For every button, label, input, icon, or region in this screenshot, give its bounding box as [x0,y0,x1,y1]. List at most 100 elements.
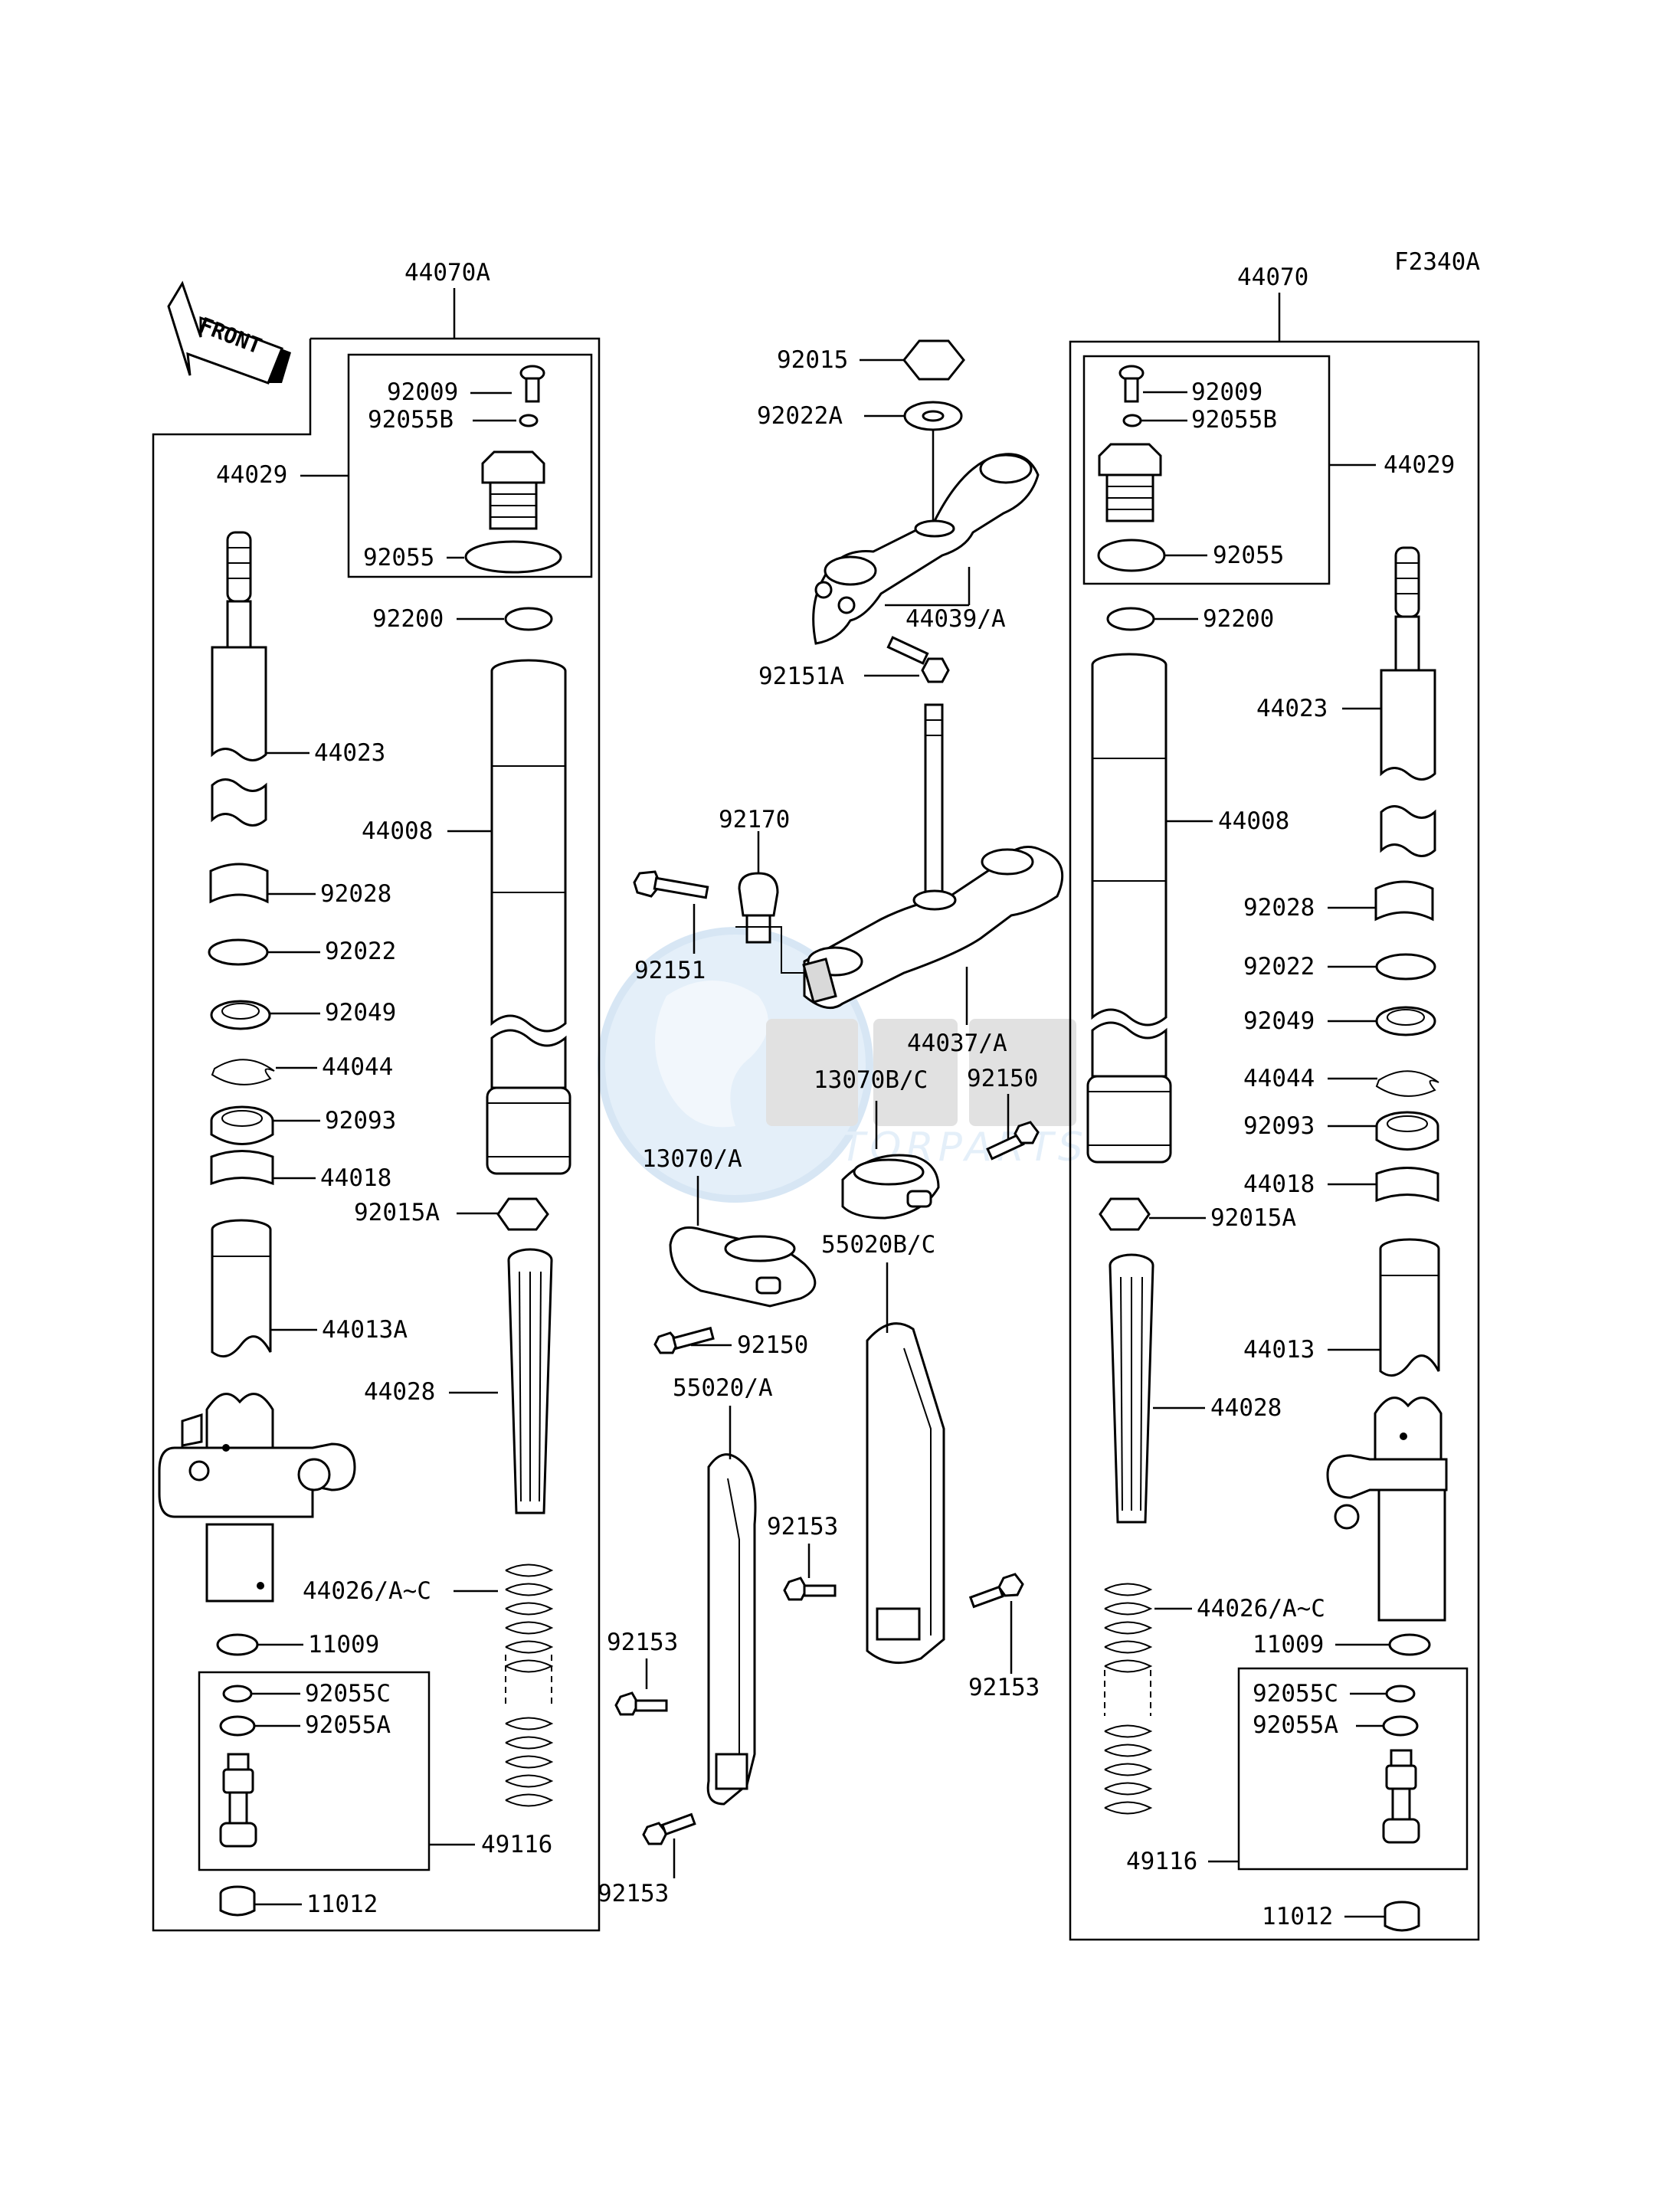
front-arrow-icon: FRONT [167,280,291,385]
bolt-92153-a [783,1577,837,1601]
label-92022-right: 92022 [1243,953,1315,981]
label-92153-d: 92153 [598,1880,669,1907]
circlip-44044-left [211,1059,275,1085]
damper-rod-44023-right [1380,546,1436,857]
label-44028-right: 44028 [1210,1394,1282,1422]
label-92151A: 92151A [758,663,844,690]
left-subbox-44029 [347,353,593,578]
label-44037: 44037/A [907,1030,1007,1057]
label-92153-a: 92153 [767,1513,838,1541]
bracket-13070BC [841,1154,940,1220]
label-92200-left: 92200 [372,605,444,633]
oring-92055B-right [1122,414,1142,427]
dust-seal-92093-right [1375,1111,1439,1151]
figure-code: F2340A [1394,248,1480,276]
inner-tube-44013-right [1379,1238,1440,1377]
bolt-92151A [886,636,950,683]
bolt-11012-left [219,1885,256,1917]
fork-guard-55020A [706,1453,757,1806]
label-44023-right: 44023 [1256,695,1328,722]
label-92055A-left: 92055A [305,1711,391,1739]
label-44018-right: 44018 [1243,1171,1315,1198]
right-subbox-49116 [1237,1667,1469,1871]
label-44013A-left: 44013A [322,1316,408,1344]
label-92093-left: 92093 [325,1107,396,1135]
label-92009-right: 92009 [1191,378,1262,406]
label-44044-left: 44044 [322,1053,393,1081]
right-subbox-44029 [1082,355,1331,585]
guide-44018-left [210,1150,274,1186]
left-subbox-49116 [198,1671,431,1871]
label-55020BC: 55020B/C [821,1231,935,1259]
label-44029-left: 44029 [216,461,287,489]
screw-92009-right [1118,365,1145,403]
steering-stem-44037 [802,703,1064,1010]
label-92055B-right: 92055B [1191,406,1277,434]
label-11009-right: 11009 [1253,1631,1324,1658]
label-92028-right: 92028 [1243,894,1315,922]
label-92093-right: 92093 [1243,1112,1315,1140]
oil-seal-92049-right [1375,1006,1436,1036]
axle-holder-left [158,1393,356,1603]
oring-92055B-left [519,414,539,427]
oring-92055-right [1097,539,1166,572]
nut-92015A-left [496,1197,549,1231]
base-valve-left [219,1753,257,1848]
label-44039: 44039/A [905,605,1006,633]
label-44070A: 44070A [404,259,490,286]
washer-92022A [903,401,963,431]
label-92055-left: 92055 [363,544,434,571]
bolt-11012-right [1384,1901,1420,1932]
label-55020A: 55020/A [673,1374,773,1402]
label-11012-right: 11012 [1262,1903,1333,1930]
label-44028-left: 44028 [364,1378,435,1406]
label-92015A-right: 92015A [1210,1204,1296,1232]
washer-92200-left [504,607,553,631]
label-44018-left: 44018 [320,1164,391,1192]
cable-clamp-92170 [735,831,804,974]
label-11012-left: 11012 [306,1891,378,1918]
bolt-92153-c [614,1691,668,1716]
right-assembly-frame [1069,340,1480,1941]
bracket-13070A [669,1226,817,1308]
label-92153-c: 92153 [607,1629,678,1656]
oring-92055C-left [222,1685,253,1703]
label-92150-upper: 92150 [967,1065,1038,1092]
label-92055C-right: 92055C [1253,1680,1338,1708]
label-44026-right: 44026/A~C [1197,1595,1325,1622]
label-92015: 92015 [777,346,848,374]
label-44044-right: 44044 [1243,1065,1315,1092]
label-92049-right: 92049 [1243,1007,1315,1035]
oring-92055C-right [1385,1685,1416,1703]
spring-44026-right [1104,1583,1153,1815]
label-92151: 92151 [634,957,706,984]
oring-92055-left [464,540,562,574]
label-92150-lower: 92150 [737,1331,808,1359]
bolt-92153-b [968,1573,1024,1609]
bolt-92151 [633,870,709,899]
outer-tube-44008-left [486,659,571,1175]
label-11009-left: 11009 [308,1631,379,1658]
label-13070BC: 13070B/C [814,1066,928,1094]
label-92055C-left: 92055C [305,1680,391,1708]
label-92055B-left: 92055B [368,406,454,434]
label-44070: 44070 [1237,264,1308,291]
washer-92200-right [1106,607,1155,631]
bolt-92150-lower [653,1326,715,1354]
label-44026-left: 44026/A~C [303,1577,431,1605]
bushing-92028-right [1374,880,1434,922]
left-assembly-frame [152,337,601,1932]
nut-92015A-right [1099,1197,1151,1231]
label-44008-right: 44008 [1218,807,1289,835]
label-92170: 92170 [719,806,790,833]
label-92153-b: 92153 [968,1674,1040,1701]
cap-bolt-left [481,450,545,530]
guide-44018-right [1375,1167,1439,1203]
washer-92022-left [208,938,269,966]
label-92028-left: 92028 [320,880,391,908]
label-92009-left: 92009 [387,378,458,406]
label-92022-left: 92022 [325,938,396,965]
label-92022A: 92022A [757,402,843,430]
label-44023-left: 44023 [314,739,385,767]
